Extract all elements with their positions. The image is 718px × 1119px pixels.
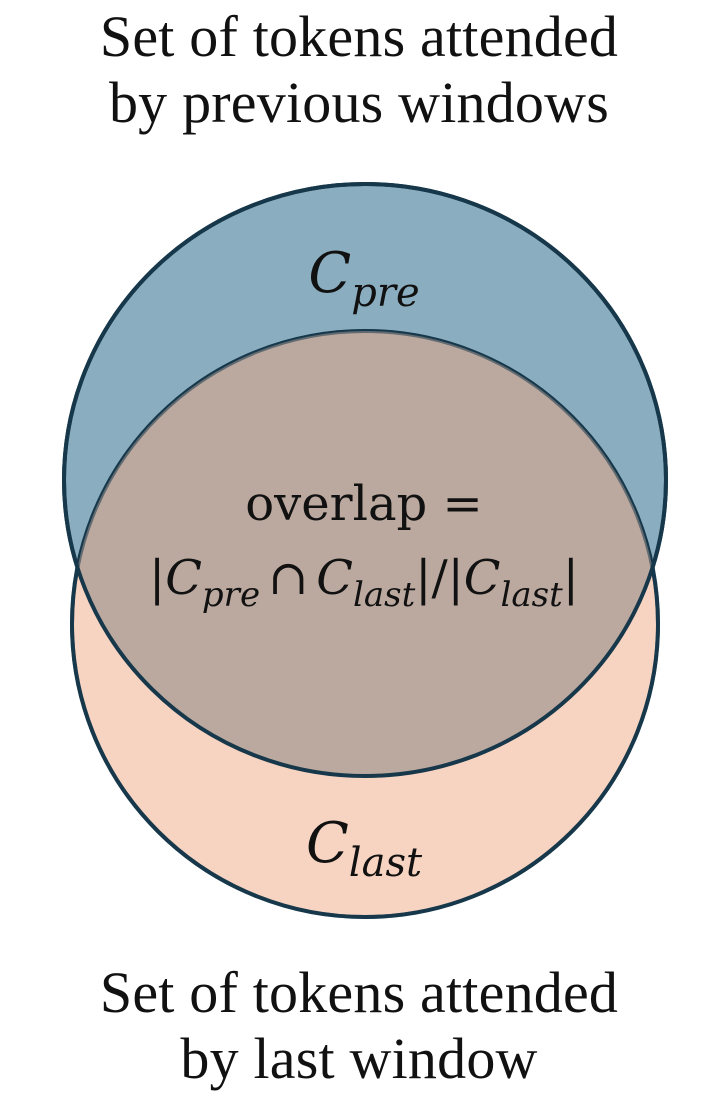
- circle-c-pre-outline: [62, 182, 668, 778]
- overlap-label-line-1: overlap =: [245, 476, 483, 532]
- label-c-last-subscript: last: [349, 840, 423, 886]
- label-c-last-symbol: C: [306, 811, 349, 876]
- formula-c-last-subscript-1: last: [353, 575, 416, 615]
- label-c-last: Clast: [306, 811, 423, 886]
- formula-intersection: ∩: [268, 550, 308, 606]
- top-caption: Set of tokens attended by previous windo…: [0, 4, 718, 136]
- formula-bar-close-1: |: [415, 550, 431, 606]
- formula-c-last-symbol-1: C: [316, 550, 353, 606]
- formula-c-pre-subscript: pre: [202, 575, 260, 615]
- bottom-caption-line-1: Set of tokens attended: [99, 960, 619, 1025]
- formula-bar-open-1: |: [149, 550, 165, 606]
- bottom-caption-line-2: by last window: [180, 1026, 538, 1091]
- label-c-pre-symbol: C: [308, 241, 351, 306]
- label-c-pre-subscript: pre: [351, 270, 419, 316]
- formula-c-last-subscript-2: last: [501, 575, 564, 615]
- circle-c-last-outline: [70, 329, 660, 919]
- formula-c-last-symbol-2: C: [464, 550, 501, 606]
- formula-bar-close-2: |: [563, 550, 579, 606]
- formula-slash: /: [431, 550, 448, 606]
- top-caption-line-2: by previous windows: [108, 70, 609, 135]
- top-caption-line-1: Set of tokens attended: [99, 4, 619, 69]
- formula-c-pre-symbol: C: [165, 550, 202, 606]
- overlap-formula: |Cpre∩Clast|/|Clast|: [149, 550, 579, 615]
- label-c-pre: Cpre: [308, 241, 419, 316]
- formula-bar-open-2: |: [448, 550, 464, 606]
- bottom-caption: Set of tokens attended by last window: [0, 960, 718, 1092]
